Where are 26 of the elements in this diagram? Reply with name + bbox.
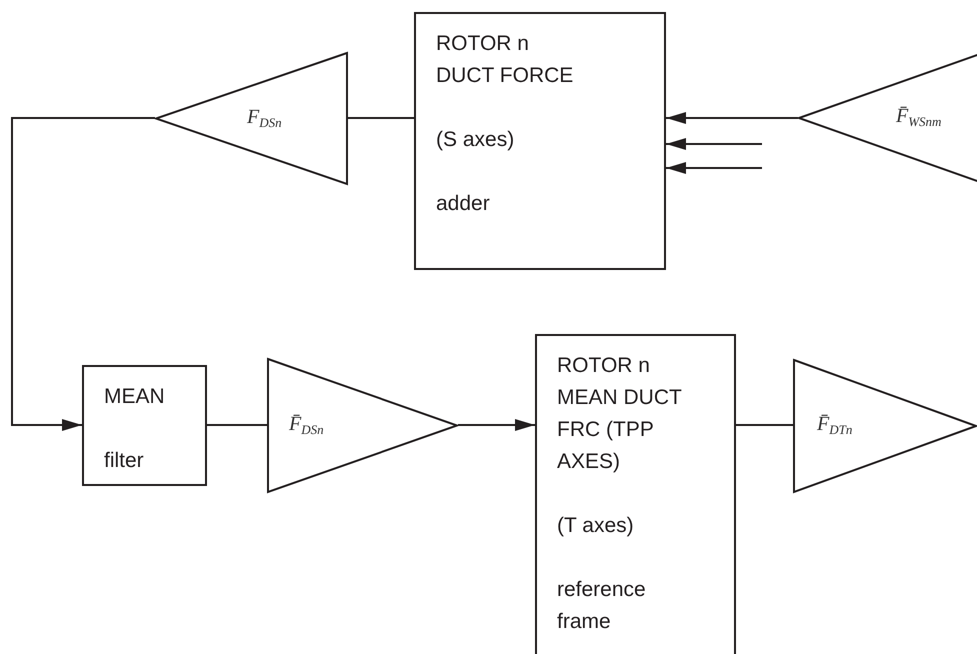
process-block [535,334,736,654]
connector-line [207,424,267,426]
gain-triangle [793,359,977,493]
arrow [666,112,798,124]
block-text: filter [104,448,145,474]
gain-triangle [267,358,458,493]
block-text: reference frame [557,577,647,635]
block-text: (S axes) [436,127,516,153]
arrow [666,162,762,174]
gain-label: F̄$_{WSnm}$ [896,106,942,128]
gain-label: F̄$_{DTn}$ [817,414,852,436]
gain-label: F$_{DSn}$ [247,106,282,128]
block-text: ROTOR n MEAN DUCT FRC (TPP AXES) [557,353,682,475]
arrow [666,138,762,150]
block-text: (T axes) [557,513,635,539]
arrow [458,419,535,431]
block-text: adder [436,191,491,217]
block-text: ROTOR n DUCT FORCE [436,31,574,89]
arrow [11,117,155,431]
connector-line [736,424,793,426]
gain-triangle [155,52,348,185]
gain-label: F̄$_{DSn}$ [289,414,324,436]
block-text: MEAN [104,384,166,410]
process-block [82,365,207,486]
process-block [414,12,666,270]
connector-line [348,117,414,119]
